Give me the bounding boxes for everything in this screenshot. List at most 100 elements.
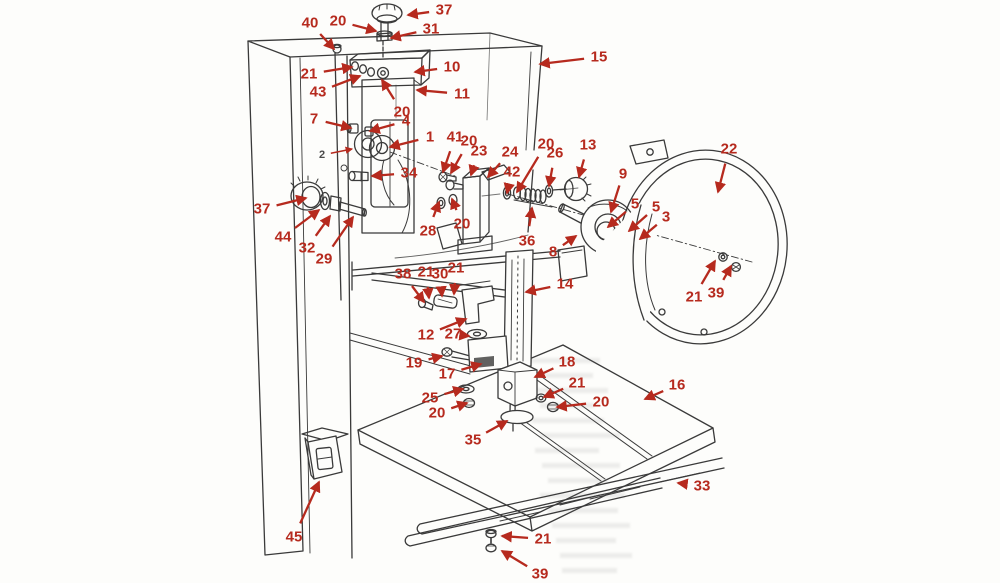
- callout-arrow-19-45: [428, 352, 444, 364]
- callout-arrow-7-9: [325, 120, 353, 132]
- callout-arrow-45-57: [299, 480, 321, 524]
- callout-label-16-53: 16: [669, 377, 686, 394]
- callout-arrow-42-19: [503, 182, 515, 195]
- callout-arrow-20-30: [450, 197, 461, 211]
- power-switch: [301, 427, 349, 480]
- callout-label-44-36: 44: [275, 229, 292, 246]
- callout-arrow-25-48: [444, 386, 465, 398]
- callout-arrow-35-52: [485, 419, 509, 434]
- callout-arrow-14-32: [524, 284, 551, 296]
- callout-arrow-26-21: [545, 167, 557, 188]
- callout-label-20-30: 20: [454, 216, 471, 233]
- callout-arrow-21-40: [422, 286, 434, 300]
- callout-arrow-20-51: [555, 400, 587, 412]
- callout-label-21-40: 21: [418, 264, 435, 281]
- callout-label-5-26: 5: [652, 199, 660, 216]
- callout-arrow-16-53: [643, 389, 664, 401]
- callout-label-39-34: 39: [708, 285, 725, 302]
- callout-label-22-23: 22: [721, 141, 738, 158]
- top-tension-knob: [371, 3, 403, 59]
- callout-arrow-21-33: [700, 259, 716, 285]
- callout-label-14-32: 14: [557, 276, 574, 293]
- callout-label-29-38: 29: [316, 251, 333, 268]
- callout-arrow-29-38: [331, 215, 354, 248]
- callout-arrow-20-16: [449, 153, 463, 175]
- callout-arrow-17-46: [461, 361, 483, 373]
- callout-arrow-3-27: [638, 223, 658, 241]
- callout-label-21-42: 21: [448, 260, 465, 277]
- callout-label-1-11: 1: [426, 129, 434, 146]
- callout-label-40-3: 40: [302, 15, 319, 32]
- callout-label-5-25: 5: [631, 196, 639, 213]
- callout-label-33-54: 33: [694, 478, 711, 495]
- callout-label-20-1: 20: [330, 13, 347, 30]
- callout-label-21-50: 21: [569, 375, 586, 392]
- callout-label-17-46: 17: [439, 366, 456, 383]
- callout-label-7-9: 7: [310, 111, 318, 128]
- callout-arrow-37-35: [276, 194, 308, 207]
- callout-arrow-30-41: [435, 285, 447, 298]
- callout-arrow-1-11: [388, 138, 419, 151]
- callout-arrow-22-23: [714, 163, 727, 194]
- callout-arrow-5-26: [627, 214, 648, 233]
- callout-arrow-9-24: [608, 185, 621, 214]
- callout-label-34-13: 34: [401, 165, 418, 182]
- callout-label-24-18: 24: [502, 144, 519, 161]
- callout-label-37-35: 37: [254, 201, 271, 218]
- callout-label-26-21: 26: [547, 145, 564, 162]
- callout-label-43-5: 43: [310, 84, 327, 101]
- callout-label-3-27: 3: [662, 209, 670, 226]
- callout-arrow-20-49: [450, 400, 469, 412]
- callout-label-28-29: 28: [420, 223, 437, 240]
- callout-label-13-22: 13: [580, 137, 597, 154]
- callout-arrow-18-47: [533, 367, 554, 379]
- callout-arrow-31-2: [389, 30, 417, 42]
- callout-arrow-34-13: [370, 169, 395, 181]
- callout-label-20-20: 20: [538, 136, 555, 153]
- callout-arrow-20-1: [352, 22, 378, 35]
- callout-label-9-24: 9: [619, 166, 627, 183]
- callout-arrow-36-28: [524, 206, 537, 227]
- callout-label-31-2: 31: [423, 21, 440, 38]
- callout-arrow-39-34: [721, 264, 733, 281]
- callout-label-20-49: 20: [429, 405, 446, 422]
- callout-label-11-7: 11: [454, 86, 470, 103]
- callout-label-21-33: 21: [686, 289, 703, 306]
- callout-label-27-44: 27: [445, 326, 462, 343]
- callout-label-15-14: 15: [591, 49, 608, 66]
- callout-label-35-52: 35: [465, 432, 482, 449]
- callout-arrow-20-8: [381, 78, 396, 100]
- callout-arrow-38-39: [411, 285, 426, 304]
- callout-label-37-0: 37: [436, 2, 453, 19]
- callout-label-20-8: 20: [394, 104, 411, 121]
- callout-arrow-8-31: [562, 235, 578, 247]
- callout-label-2-12: 2: [319, 149, 325, 161]
- callout-arrow-37-0: [406, 7, 430, 20]
- callout-label-41-15: 41: [447, 129, 464, 146]
- callout-arrow-41-15: [440, 150, 452, 174]
- callout-arrow-40-3: [319, 33, 336, 51]
- callout-arrow-13-22: [576, 159, 588, 179]
- callout-label-21-4: 21: [301, 66, 318, 83]
- callout-arrow-33-54: [676, 478, 689, 490]
- left-handwheel-group: [290, 175, 367, 217]
- table-rails: [404, 457, 725, 553]
- callout-arrow-21-42: [449, 282, 461, 296]
- callout-arrow-4-10: [368, 122, 395, 134]
- callout-arrow-28-29: [430, 200, 441, 218]
- callout-label-19-45: 19: [406, 355, 423, 372]
- callout-arrow-21-50: [542, 387, 564, 399]
- callout-arrow-12-43: [439, 317, 468, 331]
- callout-arrow-43-5: [331, 74, 362, 88]
- callout-arrow-5-25: [606, 210, 627, 229]
- callout-label-12-43: 12: [418, 327, 435, 344]
- callout-label-38-39: 38: [395, 266, 412, 283]
- callout-arrow-24-18: [486, 162, 501, 179]
- callout-label-4-10: 4: [402, 113, 411, 130]
- callout-arrow-21-4: [323, 62, 354, 75]
- callout-arrow-10-6: [413, 64, 438, 77]
- callout-label-21-55: 21: [535, 531, 552, 548]
